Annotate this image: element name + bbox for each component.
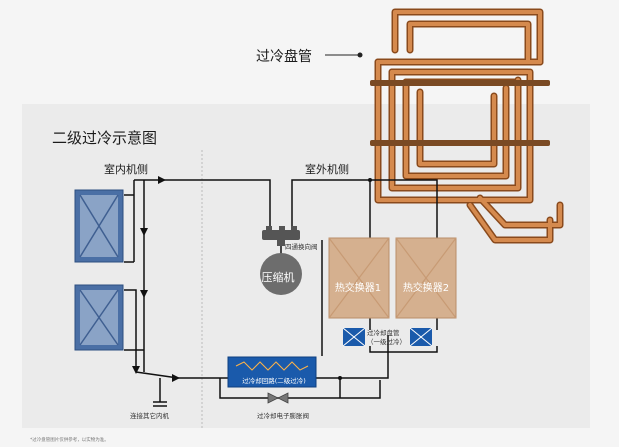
indoor-side-label: 室内机侧 — [104, 163, 148, 176]
indoor-unit-upper — [74, 189, 124, 263]
connect-indoor-stub — [153, 401, 167, 407]
flow-arrow — [158, 176, 166, 184]
heat-exchanger-2-label: 热交换器2 — [402, 283, 450, 294]
diagram-title: 二级过冷示意图 — [52, 129, 158, 147]
footnote: *过冷盘管图片仅供参考，以实物为准。 — [30, 438, 109, 443]
subcooling-coil-1 — [342, 327, 366, 347]
heat-exchanger-2 — [395, 237, 457, 319]
junction-dot — [338, 376, 342, 380]
compressor-label: 压缩机 — [261, 271, 295, 284]
subcooling-exchanger-label: 过冷却回路(二级过冷) — [242, 377, 306, 385]
copper-coil-illustration — [370, 8, 564, 244]
connect-indoor-label: 连接其它内机 — [130, 412, 169, 420]
subcooling-coil-label: 过冷盘管 — [256, 49, 312, 65]
flow-arrow — [172, 374, 180, 382]
compressor — [260, 253, 302, 295]
subcooling-coil-stage1-name: 过冷却盘管 — [367, 329, 400, 337]
heat-exchanger-1-label: 热交换器1 — [334, 283, 382, 294]
flow-arrow — [140, 290, 148, 298]
coil-leader-dot — [357, 52, 363, 58]
expansion-valve-label: 过冷却电子膨胀阀 — [257, 412, 309, 420]
expansion-valve — [267, 392, 289, 404]
heat-exchanger-1 — [328, 237, 390, 319]
four-way-valve-label: 四通换向阀 — [285, 243, 318, 251]
subcooling-coil-stage1-label: 过冷却盘管 （一级过冷） — [367, 329, 406, 347]
indoor-unit-lower — [74, 284, 124, 351]
subcooling-coil-2 — [409, 327, 433, 347]
subcooling-coil-stage1-sublabel: （一级过冷） — [367, 338, 406, 346]
junction-dot — [368, 178, 372, 182]
flow-arrows — [132, 176, 180, 382]
subcooling-exchanger — [227, 356, 317, 388]
outdoor-side-label: 室外机侧 — [305, 163, 349, 176]
four-way-valve — [262, 226, 300, 246]
flow-arrow — [140, 228, 148, 236]
flow-arrow — [132, 366, 140, 374]
